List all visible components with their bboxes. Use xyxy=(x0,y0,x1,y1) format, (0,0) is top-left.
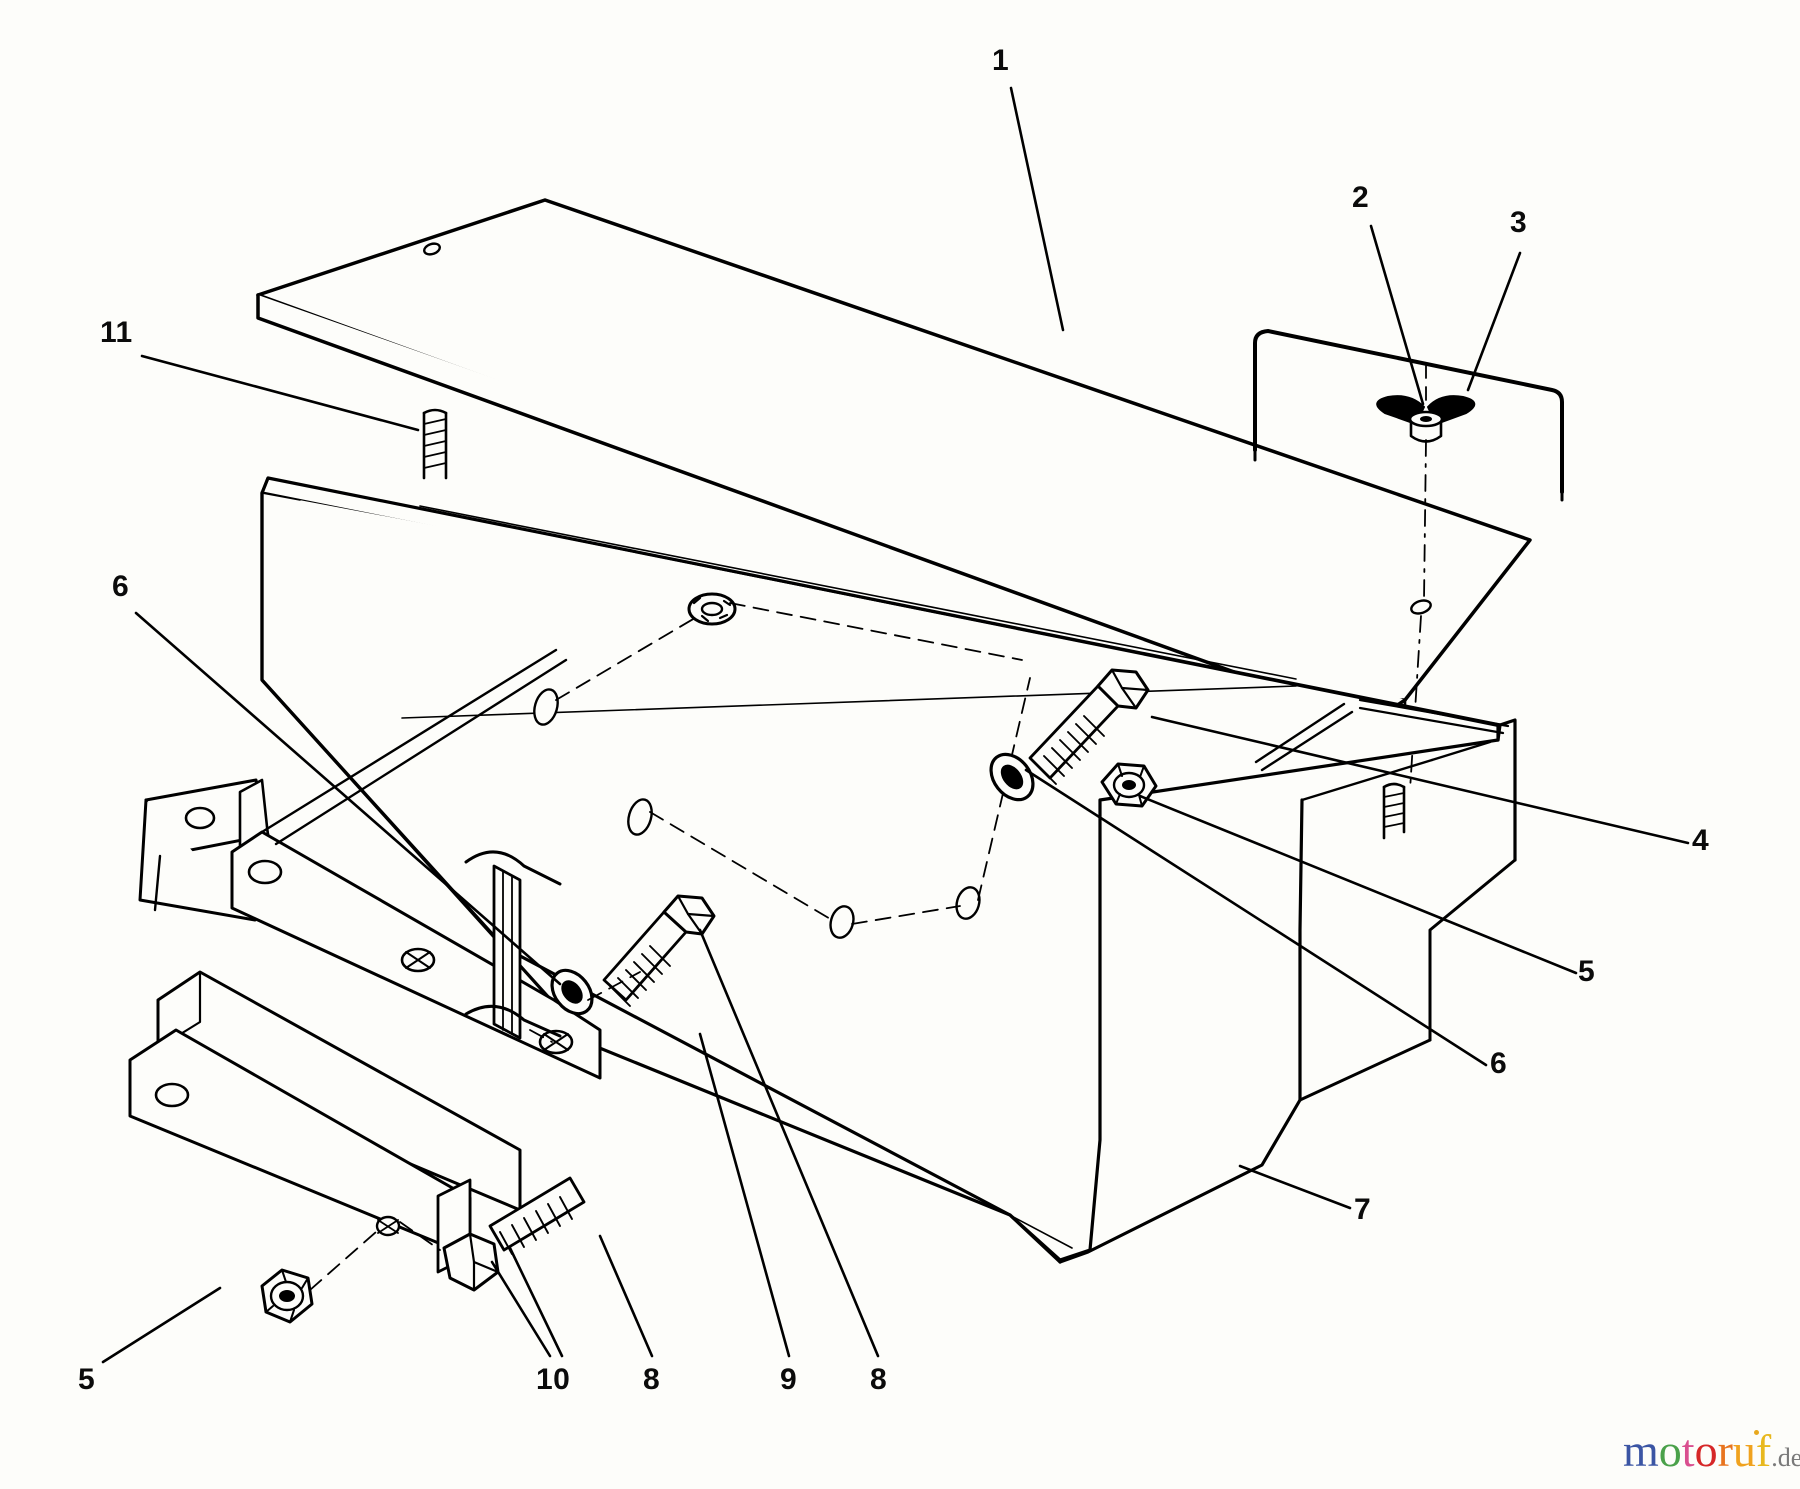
watermark-letter-r: r xyxy=(1717,1425,1733,1476)
part-threaded-stud-right xyxy=(1382,782,1406,840)
watermark-letter-u: u xyxy=(1732,1425,1756,1476)
leader-6a xyxy=(134,611,562,986)
callout-label-11: 11 xyxy=(100,316,133,349)
part-hex-lock-nut-right xyxy=(1100,762,1158,808)
watermark-letter-f: f xyxy=(1755,1425,1772,1476)
assembly-centerline-bracket xyxy=(529,971,641,1043)
part-hopper-housing-box xyxy=(260,476,1517,1264)
leader-6b xyxy=(1024,768,1488,1067)
callout-label-6-upper: 6 xyxy=(112,570,130,603)
assembly-centerline-wingnut xyxy=(1409,439,1427,791)
callout-label-3: 3 xyxy=(1510,206,1528,239)
leader-2 xyxy=(1369,224,1425,406)
part-lock-washer-left xyxy=(550,968,594,1016)
callout-label-5-left: 5 xyxy=(78,1363,96,1396)
watermark-tld: .de xyxy=(1771,1443,1800,1472)
part-threaded-stud-left xyxy=(422,408,448,480)
callout-label-4: 4 xyxy=(1692,824,1710,857)
part-hex-lock-nut-left xyxy=(260,1268,314,1324)
leader-5l xyxy=(101,1286,222,1364)
part-mounting-bracket-angle xyxy=(138,648,602,1080)
callout-label-8-left: 8 xyxy=(643,1363,661,1396)
assembly-centerline-inner xyxy=(555,602,1031,925)
leader-5r xyxy=(1138,794,1578,975)
leader-10b xyxy=(508,1246,564,1358)
part-wing-nut xyxy=(1376,365,1476,443)
watermark-letter-t: t xyxy=(1681,1425,1695,1476)
watermark-letter-o2: o xyxy=(1694,1425,1718,1476)
part-lock-washer-inner xyxy=(687,592,737,626)
watermark-dot xyxy=(1754,1430,1759,1435)
callout-label-7: 7 xyxy=(1354,1193,1372,1226)
leader-1 xyxy=(1009,86,1065,332)
callout-label-9: 9 xyxy=(780,1363,798,1396)
callout-label-5-right: 5 xyxy=(1578,955,1596,988)
part-hex-bolt-mid xyxy=(602,894,716,1007)
watermark-letter-m: m xyxy=(1623,1425,1659,1476)
part-hex-bolt-upper xyxy=(1028,668,1150,785)
leader-9 xyxy=(698,1032,791,1358)
callout-label-2: 2 xyxy=(1352,181,1370,214)
part-cover-lid-panel xyxy=(256,198,1532,724)
callout-label-8-right: 8 xyxy=(870,1363,888,1396)
callout-leader-lines xyxy=(101,86,1690,1364)
watermark-letter-o1: o xyxy=(1658,1425,1682,1476)
leader-10a xyxy=(490,1260,552,1358)
motoruf-watermark-logo: motoruf.de xyxy=(1623,1428,1800,1474)
part-lock-washer-right xyxy=(989,752,1035,802)
leader-7 xyxy=(1238,1164,1352,1210)
bolt-hole-markers xyxy=(533,688,981,939)
callout-label-10: 10 xyxy=(536,1363,571,1396)
leader-4 xyxy=(1150,715,1690,845)
callout-label-1: 1 xyxy=(992,44,1010,77)
leader-8a xyxy=(598,1234,654,1358)
leader-8b xyxy=(698,928,880,1358)
leader-11 xyxy=(140,354,420,432)
callout-label-6-right: 6 xyxy=(1490,1047,1508,1080)
assembly-centerline-bottom xyxy=(309,1221,441,1291)
leader-3 xyxy=(1466,251,1522,392)
